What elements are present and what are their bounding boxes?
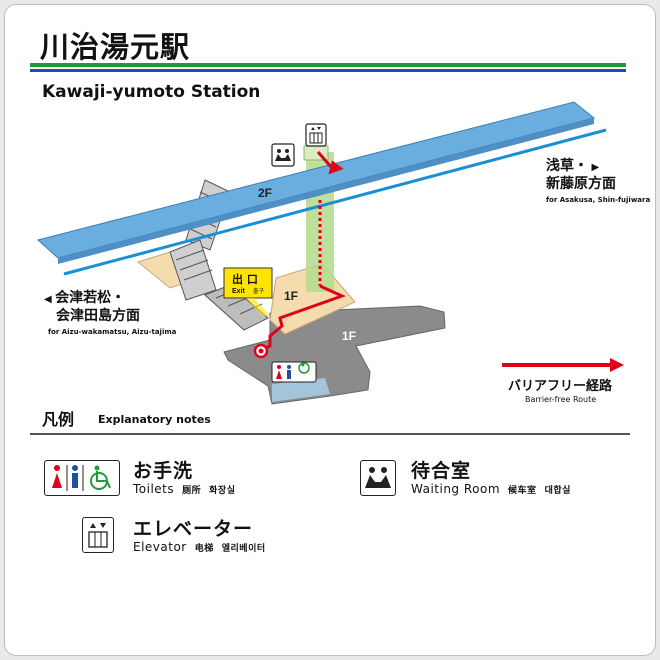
station-name-en: Kawaji-yumoto Station — [42, 82, 261, 102]
legend-elevator-name-zh: 电梯 — [194, 544, 214, 554]
title-rule-green — [30, 63, 626, 67]
route-legend-label-en: Barrier-free Route — [525, 395, 597, 404]
legend-toilet-name-ja: お手洗 — [133, 460, 194, 482]
legend-waiting-room-name-ja: 待合室 — [411, 460, 472, 482]
exit-sign-ko: 출구 — [253, 287, 265, 295]
legend-waiting-room-name-zh: 候车室 — [508, 486, 537, 496]
legend-rule — [30, 433, 630, 435]
legend-elevator-icon — [82, 517, 114, 553]
track-line — [63, 128, 607, 276]
exit-sign-ja: 出 口 — [232, 272, 258, 286]
exit-sign-en: Exit — [232, 288, 246, 295]
direction-right-arrow-icon: ▶ — [588, 162, 600, 173]
elevator-icon — [305, 123, 327, 147]
station-name-ja: 川治湯元駅 — [40, 30, 191, 64]
direction-right-sub: for Asakusa, Shin-fujiwara — [546, 196, 651, 204]
platform-2f-side — [58, 118, 594, 264]
floor-label-1f-ground: 1F — [342, 329, 356, 343]
legend-waiting-room-icon — [360, 460, 396, 496]
legend-elevator-name-en: Elevator — [133, 540, 187, 554]
direction-left-sub: for Aizu-wakamatsu, Aizu-tajima — [48, 328, 177, 336]
direction-left: ◀ 会津若松・ 会津田島方面 for Aizu-wakamatsu, Aizu-… — [44, 290, 176, 340]
legend-heading-en: Explanatory notes — [98, 413, 211, 426]
legend-toilet-name-ko: 화장실 — [209, 486, 236, 496]
legend-waiting-room-names: Waiting Room 候车室 대합실 — [411, 482, 571, 496]
legend-waiting-room-name-ko: 대합실 — [544, 486, 571, 496]
legend-elevator-names: Elevator 电梯 엘리베이터 — [133, 540, 266, 554]
legend-toilet-name-en: Toilets — [133, 482, 175, 496]
direction-left-line2: 会津田島方面 — [56, 308, 140, 324]
exit-sign: 出 口 Exit 출구 — [223, 267, 273, 316]
direction-right-line1: 浅草・ — [546, 158, 588, 174]
legend-toilet-name-zh: 厕所 — [182, 486, 202, 496]
floor-label-2f: 2F — [258, 186, 272, 200]
route-legend-arrow-icon — [502, 358, 624, 372]
floor-label-1f-concourse: 1F — [284, 289, 298, 303]
legend-elevator-name-ko: 엘리베이터 — [221, 544, 266, 554]
title-rule-blue — [30, 69, 626, 72]
direction-left-arrow-icon: ◀ — [44, 294, 56, 305]
legend-toilet-icon — [44, 460, 120, 496]
route-legend-label: バリアフリー経路 — [508, 379, 613, 394]
toilet-icon — [271, 361, 317, 383]
direction-left-line1: 会津若松・ — [55, 290, 126, 306]
barrier-free-route — [253, 151, 347, 359]
waiting-room-icon — [271, 143, 295, 167]
legend-elevator-name-ja: エレベーター — [133, 518, 254, 540]
ground-floor-highlight — [272, 378, 330, 402]
legend-heading: 凡例 — [42, 410, 75, 429]
direction-right-line2: 新藤原方面 — [546, 176, 616, 192]
direction-right: 浅草・ ▶ 新藤原方面 for Asakusa, Shin-fujiwara — [546, 158, 650, 208]
legend-toilet-names: Toilets 厕所 화장실 — [133, 482, 236, 496]
legend-waiting-room-name-en: Waiting Room — [411, 482, 501, 496]
